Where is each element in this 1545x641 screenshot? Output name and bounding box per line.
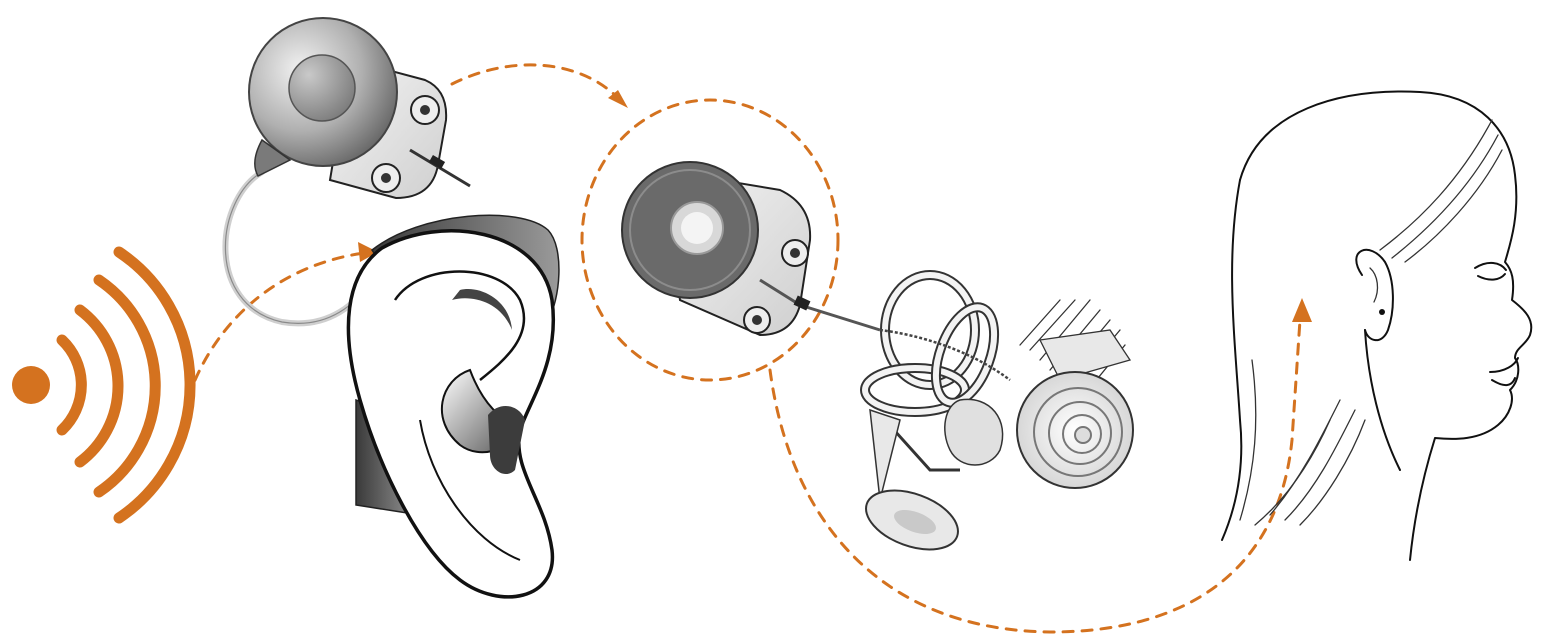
sound-wave-arc xyxy=(99,280,155,492)
sound-waves-icon xyxy=(12,252,190,518)
mouth xyxy=(1490,358,1518,372)
head-outline xyxy=(1240,92,1531,560)
hair xyxy=(1222,180,1241,540)
flow-arrow-processor-to-implant xyxy=(452,65,620,100)
cochlear-implant-receiver-icon xyxy=(622,162,880,335)
head-profile-icon xyxy=(1222,92,1531,560)
arrowhead xyxy=(608,90,628,108)
flow-arrow-implant-to-head xyxy=(770,320,1300,632)
neck xyxy=(1365,330,1400,470)
processor-cable xyxy=(225,172,365,323)
arrowhead xyxy=(1292,298,1312,322)
sound-wave-arc xyxy=(62,340,81,430)
ear-icon xyxy=(348,215,559,597)
sound-source-dot xyxy=(12,366,50,404)
inner-ear-cochlea-icon xyxy=(858,275,1133,561)
flow-arrow-waves-to-ear xyxy=(188,252,372,398)
head-ear xyxy=(1356,250,1393,340)
eye xyxy=(1475,263,1506,270)
